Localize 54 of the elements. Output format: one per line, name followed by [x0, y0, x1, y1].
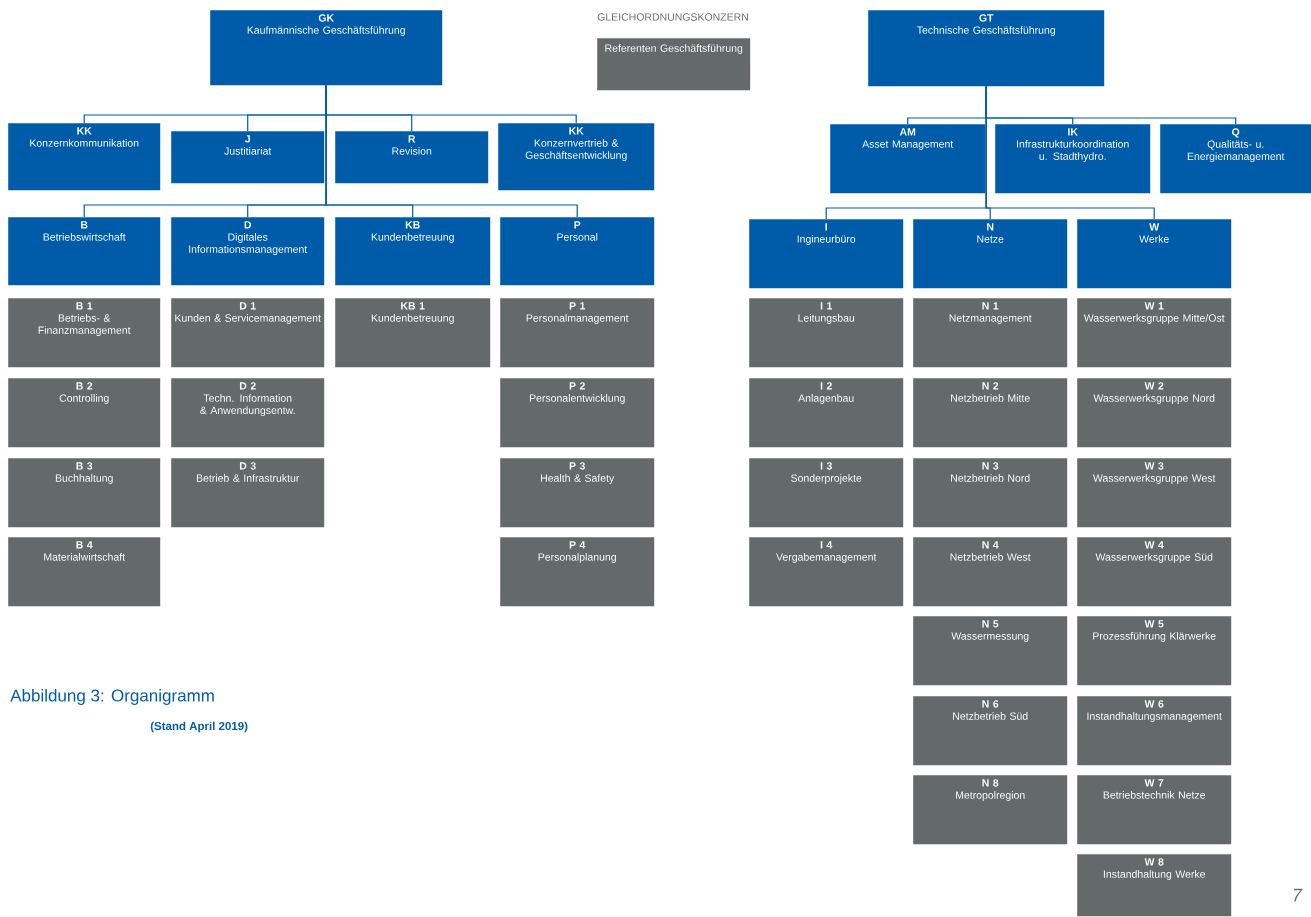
subunit-box: N 3 Netzbetrieb Nord	[913, 458, 1068, 528]
subunit-box: B 2 Controlling	[8, 378, 161, 448]
subunit-box: W 5 Prozessführung Klärwerke	[1077, 616, 1232, 686]
subunit-box: N 2 Netzbetrieb Mitte	[913, 378, 1068, 448]
unit-box: N Netze	[913, 219, 1068, 289]
unit-box: KK Konzernkommunikation	[8, 123, 161, 191]
unit-box: KK Konzernvertrieb & Geschäftsentwicklung	[498, 123, 655, 191]
subunit-box: D 2 Techn. Information & Anwendungsentw.	[171, 378, 325, 448]
subunit-box: P 4 Personalplanung	[500, 537, 655, 607]
heading: GLEICHORDNUNGSKONZERN	[597, 13, 748, 21]
caption-date: (Stand April 2019)	[150, 721, 248, 733]
subunit-box: KB 1 Kundenbetreuung	[335, 298, 491, 368]
subunit-box: N 6 Netzbetrieb Süd	[913, 696, 1068, 766]
subunit-box: N 1 Netzmanagement	[913, 298, 1068, 368]
subunit-box: W 6 Instandhaltungsmanagement	[1077, 696, 1232, 766]
subunit-box: W 1 Wasserwerksgruppe Mitte/Ost	[1077, 298, 1232, 368]
subunit-box: P 3 Health & Safety	[500, 458, 655, 528]
unit-box: GK Kaufmännische Geschäftsführung	[210, 10, 443, 86]
unit-box: Q Qualitäts- u. Energiemanagement	[1160, 124, 1311, 194]
unit-box: B Betriebswirtschaft	[8, 217, 161, 286]
subunit-box: N 8 Metropolregion	[913, 775, 1068, 845]
connector-line	[325, 84, 578, 218]
subunit-box: W 8 Instandhaltung Werke	[1077, 854, 1232, 917]
subunit-box: B 1 Betriebs- & Finanzmanagement	[8, 298, 161, 368]
connector-line	[985, 85, 1155, 220]
caption: Abbildung 3: Organigramm	[10, 689, 214, 705]
subunit-box: W 2 Wasserwerksgruppe Nord	[1077, 378, 1232, 448]
unit-box: AM Asset Management	[830, 124, 986, 194]
unit-box: W Werke	[1077, 219, 1232, 289]
unit-box: I Ingineurbüro	[749, 219, 904, 289]
unit-box: J Justitiariat	[171, 131, 325, 184]
subunit-box: P 1 Personalmanagement	[500, 298, 655, 368]
subunit-box: W 7 Betriebstechnik Netze	[1077, 775, 1232, 845]
subunit-box: D 1 Kunden & Servicemanagement	[171, 298, 325, 368]
subunit-box: W 4 Wasserwerksgruppe Süd	[1077, 537, 1232, 607]
subunit-box: I 3 Sonderprojekte	[749, 458, 904, 528]
subunit-box: W 3 Wasserwerksgruppe West	[1077, 458, 1232, 528]
unit-box: GT Technische Geschäftsführung	[868, 10, 1105, 87]
unit-box: R Revision	[335, 131, 489, 184]
subunit-box: B 4 Materialwirtschaft	[8, 537, 161, 607]
subunit-box: Referenten Geschäftsführung	[597, 38, 751, 91]
unit-box: KB Kundenbetreuung	[335, 217, 491, 286]
subunit-box: N 5 Wassermessung	[913, 616, 1068, 686]
subunit-box: I 1 Leitungsbau	[749, 298, 904, 368]
page-number: 7	[1293, 888, 1303, 902]
unit-box: D Digitales Informationsmanagement	[171, 217, 325, 286]
subunit-box: I 2 Anlagenbau	[749, 378, 904, 448]
subunit-box: N 4 Netzbetrieb West	[913, 537, 1068, 607]
subunit-box: B 3 Buchhaltung	[8, 458, 161, 528]
subunit-box: P 2 Personalentwicklung	[500, 378, 655, 448]
unit-box: P Personal	[500, 217, 655, 286]
subunit-box: I 4 Vergabemanagement	[749, 537, 904, 607]
subunit-box: D 3 Betrieb & Infrastruktur	[171, 458, 325, 528]
unit-box: IK Infrastrukturkoordination u. Stadthydro.	[995, 124, 1151, 194]
